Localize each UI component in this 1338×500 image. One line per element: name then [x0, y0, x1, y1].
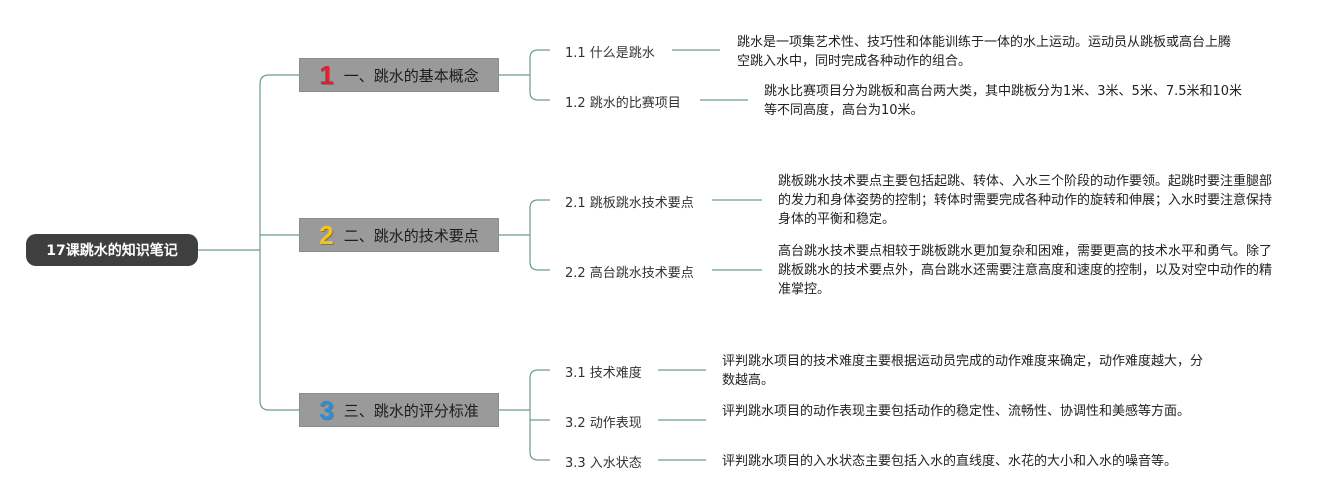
section-node-2[interactable]: 2 二、跳水的技术要点	[299, 218, 499, 252]
root-title: 17课跳水的知识笔记	[46, 243, 178, 259]
section-node-1[interactable]: 1 一、跳水的基本概念	[299, 58, 499, 92]
subtopic-label: 1.2 跳水的比赛项目	[565, 96, 681, 111]
subtopic-node[interactable]: 3.2 动作表现	[565, 412, 642, 431]
number-2-icon: 2	[319, 220, 334, 250]
subtopic-label: 3.2 动作表现	[565, 416, 642, 431]
subtopic-node[interactable]: 1.2 跳水的比赛项目	[565, 92, 681, 111]
description-text: 跳板跳水技术要点主要包括起跳、转体、入水三个阶段的动作要领。起跳时要注重腿部的发…	[778, 174, 1273, 227]
description-text: 跳水是一项集艺术性、技巧性和体能训练于一体的水上运动。运动员从跳板或高台上腾空跳…	[737, 35, 1232, 69]
number-3-icon: 3	[319, 395, 334, 425]
subtopic-label: 3.1 技术难度	[565, 366, 642, 381]
subtopic-node[interactable]: 2.2 高台跳水技术要点	[565, 262, 694, 281]
subtopic-label: 2.2 高台跳水技术要点	[565, 266, 694, 281]
section-node-3[interactable]: 3 三、跳水的评分标准	[299, 393, 499, 427]
section-title: 三、跳水的评分标准	[343, 401, 479, 420]
description-text: 评判跳水项目的入水状态主要包括入水的直线度、水花的大小和入水的噪音等。	[722, 454, 1178, 469]
number-1-icon: 1	[319, 60, 334, 90]
subtopic-node[interactable]: 1.1 什么是跳水	[565, 42, 655, 61]
description-text: 跳水比赛项目分为跳板和高台两大类，其中跳板分为1米、3米、5米、7.5米和10米…	[764, 84, 1243, 118]
root-node[interactable]: 17课跳水的知识笔记	[26, 234, 198, 266]
subtopic-node[interactable]: 3.1 技术难度	[565, 362, 642, 381]
section-title: 二、跳水的技术要点	[343, 226, 479, 245]
subtopic-node[interactable]: 3.3 入水状态	[565, 452, 642, 471]
section-title: 一、跳水的基本概念	[343, 66, 479, 85]
subtopic-label: 2.1 跳板跳水技术要点	[565, 196, 694, 211]
description-text: 高台跳水技术要点相较于跳板跳水更加复杂和困难，需要更高的技术水平和勇气。除了跳板…	[778, 244, 1273, 297]
subtopic-label: 3.3 入水状态	[565, 456, 642, 471]
description-text: 评判跳水项目的技术难度主要根据运动员完成的动作难度来确定，动作难度越大，分数越高…	[722, 354, 1204, 388]
subtopic-node[interactable]: 2.1 跳板跳水技术要点	[565, 192, 694, 211]
subtopic-label: 1.1 什么是跳水	[565, 46, 655, 61]
description-text: 评判跳水项目的动作表现主要包括动作的稳定性、流畅性、协调性和美感等方面。	[722, 404, 1191, 419]
